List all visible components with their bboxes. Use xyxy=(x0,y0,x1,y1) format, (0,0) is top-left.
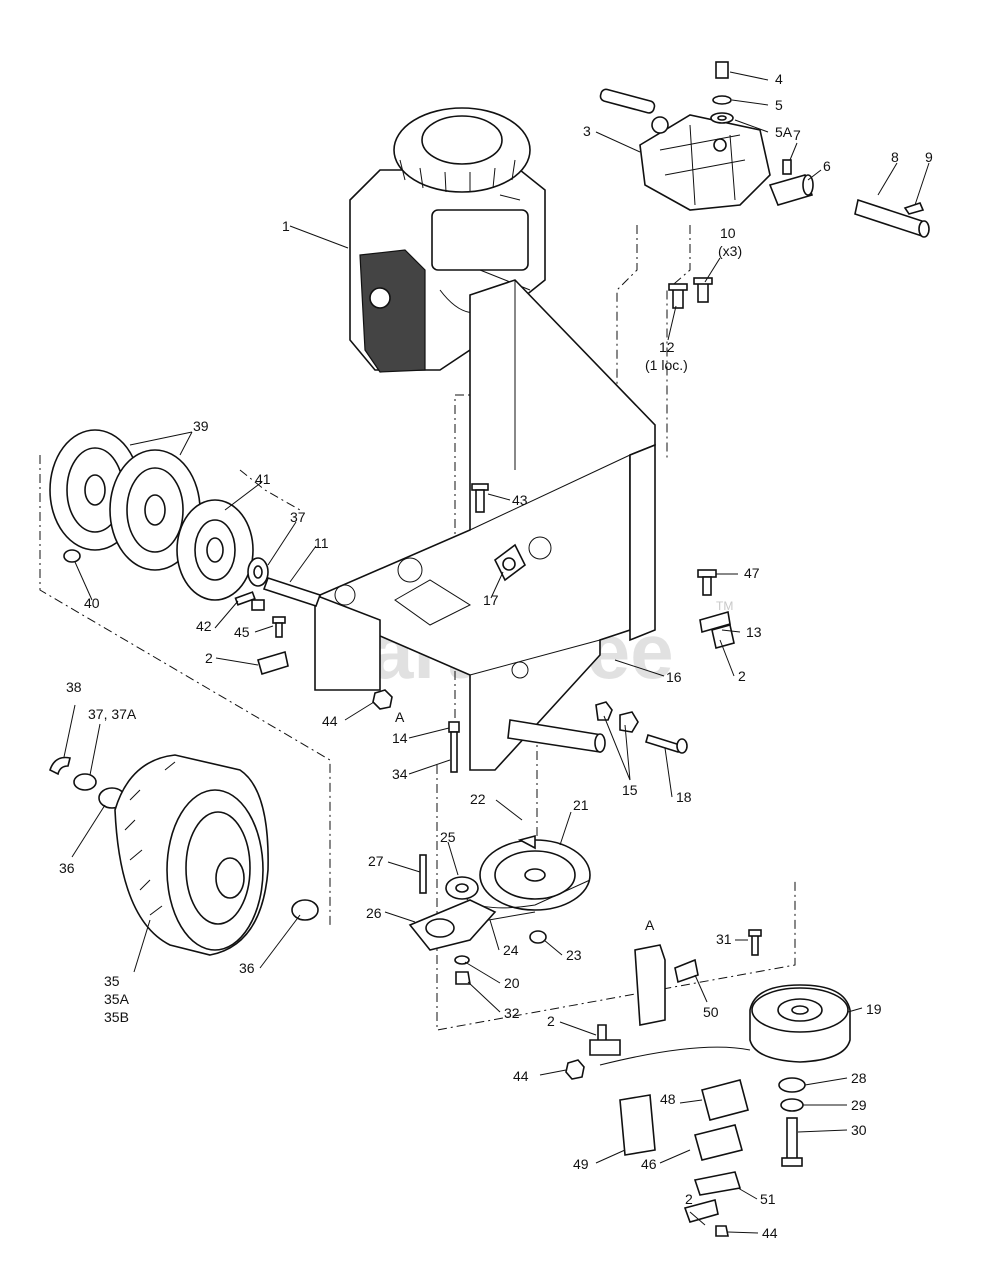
callout-22: 22 xyxy=(470,791,486,807)
callout-29: 29 xyxy=(851,1097,867,1113)
callout-2: 2 xyxy=(685,1191,693,1207)
callout-15: 15 xyxy=(622,782,638,798)
callout-43: 43 xyxy=(512,492,528,508)
callout-41: 41 xyxy=(255,471,271,487)
callout-47: 47 xyxy=(744,565,760,581)
callout-25: 25 xyxy=(440,829,456,845)
callout-23: 23 xyxy=(566,947,582,963)
callout-51: 51 xyxy=(760,1191,776,1207)
callout-5a: 5A xyxy=(775,124,793,140)
callout-7: 7 xyxy=(793,127,801,143)
gearbox xyxy=(599,88,771,211)
main-frame xyxy=(314,279,656,771)
frame-bolts xyxy=(234,483,717,638)
callout-50: 50 xyxy=(703,1004,719,1020)
callout-a: A xyxy=(645,917,655,933)
callout-39: 39 xyxy=(193,418,209,434)
callout-44: 44 xyxy=(513,1068,529,1084)
pulleys-left xyxy=(49,429,269,601)
callout-labels: 1 2 2 2 2 3 4 5 5A 6 7 8 9 10 (x3) 11 12… xyxy=(59,71,933,1241)
engine xyxy=(349,107,546,373)
coupler-shaft xyxy=(768,174,930,238)
clips xyxy=(257,610,735,1223)
callout-19: 19 xyxy=(866,1001,882,1017)
callout-38: 38 xyxy=(66,679,82,695)
clutch xyxy=(599,929,851,1167)
callout-8: 8 xyxy=(891,149,899,165)
callout-2: 2 xyxy=(205,650,213,666)
callout-30: 30 xyxy=(851,1122,867,1138)
callout-28: 28 xyxy=(851,1070,867,1086)
watermark-tm: TM xyxy=(716,599,733,613)
callout-32: 32 xyxy=(504,1005,520,1021)
callout-21: 21 xyxy=(573,797,589,813)
callout-48: 48 xyxy=(660,1091,676,1107)
callout-11: 11 xyxy=(314,535,329,551)
callout-40: 40 xyxy=(84,595,100,611)
callout-35b: 35B xyxy=(104,1009,129,1025)
gearbox-fittings xyxy=(710,61,792,175)
callout-31: 31 xyxy=(716,931,732,947)
lower-brackets xyxy=(619,944,749,1196)
callout-35: 35 xyxy=(104,973,120,989)
callout-27: 27 xyxy=(368,853,384,869)
callout-46: 46 xyxy=(641,1156,657,1172)
callout-5: 5 xyxy=(775,97,783,113)
callout-44: 44 xyxy=(762,1225,778,1241)
callout-35a: 35A xyxy=(104,991,130,1007)
callout-17: 17 xyxy=(483,592,499,608)
callout-36: 36 xyxy=(239,960,255,976)
callout-12: 12 xyxy=(659,339,675,355)
callout-a: A xyxy=(395,709,405,725)
axles xyxy=(262,576,606,753)
callout-49: 49 xyxy=(573,1156,589,1172)
callout-9: 9 xyxy=(925,149,933,165)
callout-18: 18 xyxy=(676,789,692,805)
callout-44: 44 xyxy=(322,713,338,729)
callout-3: 3 xyxy=(583,123,591,139)
callout-2: 2 xyxy=(547,1013,555,1029)
callout-34: 34 xyxy=(392,766,408,782)
callout-26: 26 xyxy=(366,905,382,921)
callout-37: 37 xyxy=(290,509,306,525)
wheel-assembly xyxy=(49,754,319,956)
leader-lines xyxy=(63,71,930,1234)
callout-6: 6 xyxy=(823,158,831,174)
callout-13: 13 xyxy=(746,624,762,640)
callout-20: 20 xyxy=(504,975,520,991)
callout-16: 16 xyxy=(666,669,682,685)
callout-42: 42 xyxy=(196,618,212,634)
callout-10: 10 xyxy=(720,225,736,241)
callout-14: 14 xyxy=(392,730,408,746)
callout-12-qty: (1 loc.) xyxy=(645,357,688,373)
callout-10-qty: (x3) xyxy=(718,243,742,259)
callout-24: 24 xyxy=(503,942,519,958)
callout-37-37a: 37, 37A xyxy=(88,706,137,722)
nuts xyxy=(372,689,729,1237)
lower-drive xyxy=(408,834,591,985)
callout-36: 36 xyxy=(59,860,75,876)
callout-2: 2 xyxy=(738,668,746,684)
callout-4: 4 xyxy=(775,71,783,87)
callout-45: 45 xyxy=(234,624,250,640)
callout-1: 1 xyxy=(282,218,290,234)
mount-bolts xyxy=(668,277,713,309)
